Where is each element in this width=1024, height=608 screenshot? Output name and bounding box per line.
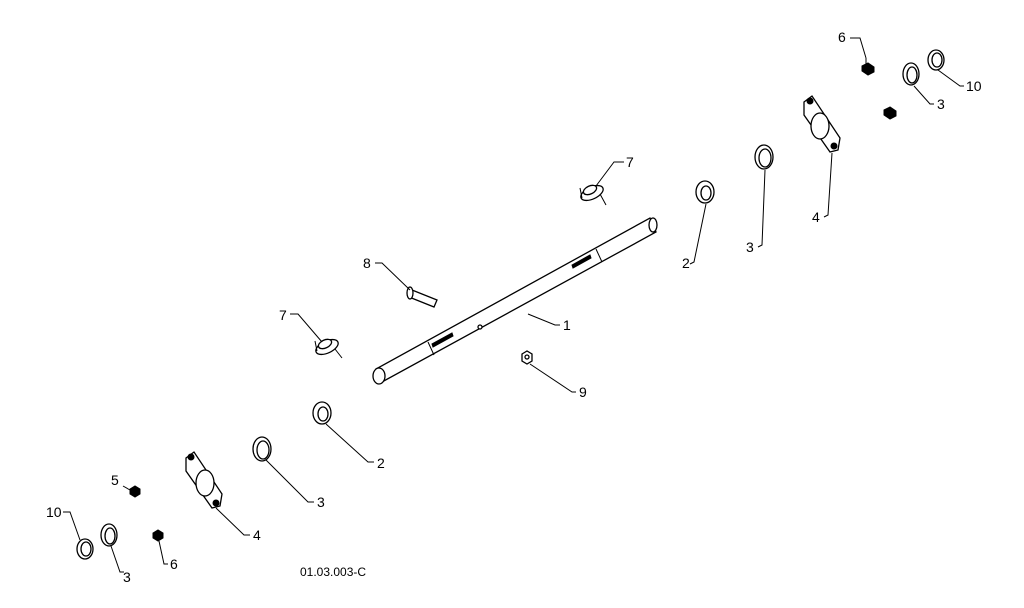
callout-3-left-small: 3: [123, 569, 131, 585]
callout-6-bottom: 6: [170, 556, 178, 572]
bushing-10-left: [76, 538, 94, 560]
callout-labels: 1 2 3 4 6 3 10 7 8 7 9 2 3 4 5 10 3 6: [46, 29, 982, 585]
washer-3-right: [754, 144, 774, 170]
callout-9: 9: [579, 384, 587, 400]
pin: [406, 286, 438, 308]
washer-3-left-small: [100, 523, 118, 547]
leader-lines: [63, 37, 964, 573]
callout-3-left: 3: [317, 494, 325, 510]
callout-5: 5: [111, 472, 119, 488]
washer-3-left: [252, 436, 272, 462]
bearing-flange-left: [185, 451, 223, 509]
bolt-6-top: [861, 58, 875, 76]
bolt-6-bottom: [152, 529, 164, 542]
bushing-10-right: [927, 49, 945, 71]
callout-1: 1: [563, 317, 571, 333]
callout-7-left: 7: [279, 307, 287, 323]
callout-6-top: 6: [838, 29, 846, 45]
callout-8: 8: [363, 255, 371, 271]
callout-4-left: 4: [253, 527, 261, 543]
callout-10-right: 10: [966, 78, 982, 94]
callout-7-top: 7: [626, 154, 634, 170]
callout-10-left: 10: [46, 504, 62, 520]
washer-2-right: [695, 180, 715, 204]
callout-3-right-small: 3: [937, 96, 945, 112]
figure-code: 01.03.003-C: [300, 565, 366, 579]
bolt-6-lower-right: [883, 106, 897, 120]
shaft: [372, 217, 658, 385]
bearing-flange-right: [803, 95, 841, 153]
spring-clip-top: [579, 184, 607, 206]
washer-2-left: [312, 401, 332, 425]
callout-2-left: 2: [377, 455, 385, 471]
washer-3-right-small: [902, 62, 920, 86]
bolt-5: [122, 485, 141, 498]
spring-clip-left: [314, 338, 343, 359]
nut: [521, 350, 533, 365]
callout-3-right: 3: [746, 239, 754, 255]
callout-4-right: 4: [812, 209, 820, 225]
callout-2-right: 2: [682, 255, 690, 271]
